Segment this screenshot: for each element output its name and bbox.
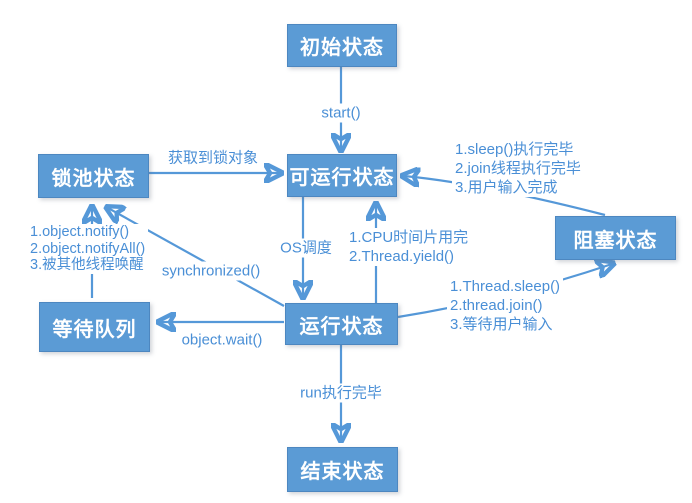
node-label: 初始状态 <box>300 37 384 59</box>
edge-label-line: 3.被其他线程唤醒 <box>30 257 144 273</box>
edge-label-blocked-done: 1.sleep()执行完毕 2.join线程执行完毕 3.用户输入完成 <box>452 140 584 197</box>
node-wait-queue: 等待队列 <box>39 302 150 352</box>
edge-label-line: 2.thread.join() <box>450 297 543 314</box>
node-blocked-state: 阻塞状态 <box>555 216 676 260</box>
edge-label-synchronized: synchronized() <box>158 261 264 281</box>
edge-label-object-wait: object.wait() <box>178 330 266 350</box>
edge-label-line: 1.object.notify() <box>30 224 130 240</box>
edge-label-os-schedule: OS调度 <box>277 238 335 258</box>
node-running-state: 运行状态 <box>285 303 398 345</box>
edge-label-notify: 1.object.notify() 2.object.notifyAll() 3… <box>27 224 149 274</box>
edge-label-line: 2.Thread.yield() <box>349 248 455 265</box>
node-label: 等待队列 <box>52 318 137 341</box>
node-label: 锁池状态 <box>51 167 136 190</box>
edge-label-line: 1.sleep()执行完毕 <box>455 141 574 158</box>
edge-label-run-done: run执行完毕 <box>297 383 385 403</box>
node-runnable-state: 可运行状态 <box>287 154 397 197</box>
edge-label-line: 1.Thread.sleep() <box>450 278 561 295</box>
node-lock-pool-state: 锁池状态 <box>38 154 149 198</box>
edge-label-acquire-lock: 获取到锁对象 <box>164 148 262 168</box>
node-end-state: 结束状态 <box>287 447 398 492</box>
edge-label-to-blocked: 1.Thread.sleep() 2.thread.join() 3.等待用户输… <box>447 277 564 334</box>
node-label: 可运行状态 <box>289 167 395 189</box>
node-label: 阻塞状态 <box>573 229 658 252</box>
edge-label-start: start() <box>318 103 364 123</box>
edge-label-line: 1.CPU时间片用完 <box>349 229 469 246</box>
edge-label-line: 3.等待用户输入 <box>450 316 553 333</box>
edge-label-yield: 1.CPU时间片用完 2.Thread.yield() <box>346 228 472 266</box>
node-initial-state: 初始状态 <box>287 24 397 67</box>
node-label: 运行状态 <box>299 315 384 338</box>
node-label: 结束状态 <box>300 461 385 483</box>
edge-label-line: 2.object.notifyAll() <box>30 240 146 257</box>
edge-label-line: 3.用户输入完成 <box>455 179 558 196</box>
edge-label-line: 2.join线程执行完毕 <box>455 160 581 177</box>
